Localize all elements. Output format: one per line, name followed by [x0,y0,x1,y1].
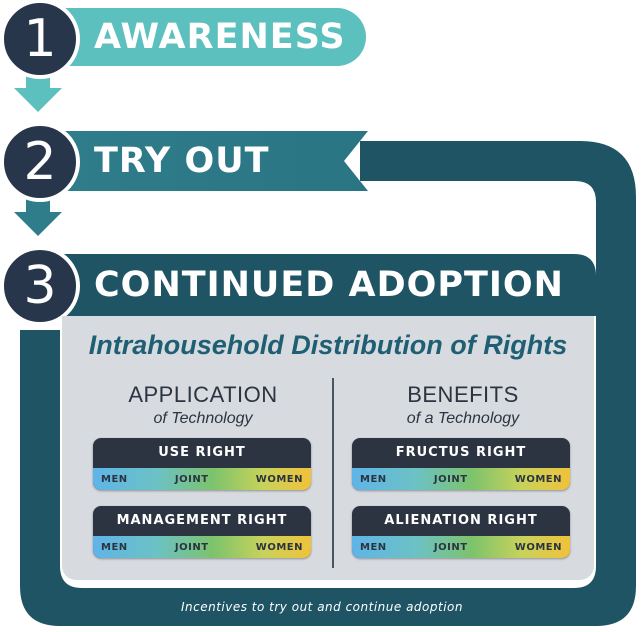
scale-joint: JOINT [433,541,468,553]
rights-card-alienation-right: ALIENATION RIGHT MEN JOINT WOMEN [352,506,570,558]
scale-men: MEN [101,473,128,485]
scale-women: WOMEN [255,473,303,485]
men-joint-women-scale: MEN JOINT WOMEN [352,468,570,490]
step1-bar: AWARENESS [60,8,366,66]
scale-men: MEN [360,473,387,485]
men-joint-women-scale: MEN JOINT WOMEN [93,468,311,490]
step3-number: 3 [23,256,57,316]
column-divider [332,378,334,568]
step3-bar: CONTINUED ADOPTION [60,254,596,316]
column-subheading-benefits: of a Technology [406,410,520,427]
scale-men: MEN [360,541,387,553]
scale-women: WOMEN [514,473,562,485]
scale-joint: JOINT [174,541,209,553]
step2-number-circle: 2 [0,122,80,202]
loop-caption: Incentives to try out and continue adopt… [180,600,463,614]
step1-label: AWARENESS [94,17,346,57]
step1-number: 1 [23,9,57,69]
step3-label: CONTINUED ADOPTION [94,265,564,305]
men-joint-women-scale: MEN JOINT WOMEN [352,536,570,558]
step3-bar-shape [60,254,596,316]
rights-card-use-right: USE RIGHT MEN JOINT WOMEN [93,438,311,490]
column-heading-application: APPLICATION [128,382,278,407]
step2-number: 2 [23,132,57,192]
rights-panel: Intrahousehold Distribution of Rights AP… [62,316,594,580]
arrow-1-to-2 [14,72,62,112]
scale-women: WOMEN [514,541,562,553]
column-heading-benefits: BENEFITS [407,382,519,407]
step2-bar: TRY OUT [60,131,350,191]
card-title: ALIENATION RIGHT [384,513,538,528]
scale-joint: JOINT [433,473,468,485]
panel-title: Intrahousehold Distribution of Rights [88,330,568,360]
step1-number-circle: 1 [0,0,80,79]
rights-card-fructus-right: FRUCTUS RIGHT MEN JOINT WOMEN [352,438,570,490]
card-title: MANAGEMENT RIGHT [116,513,288,528]
arrow-2-to-3 [14,196,62,236]
scale-men: MEN [101,541,128,553]
rights-card-management-right: MANAGEMENT RIGHT MEN JOINT WOMEN [93,506,311,558]
step2-bar-shape [60,131,368,191]
scale-joint: JOINT [174,473,209,485]
card-title: USE RIGHT [158,445,246,460]
step3-number-circle: 3 [0,246,80,326]
card-title: FRUCTUS RIGHT [395,445,527,460]
step2-label: TRY OUT [94,141,270,181]
men-joint-women-scale: MEN JOINT WOMEN [93,536,311,558]
column-subheading-application: of Technology [153,410,253,427]
scale-women: WOMEN [255,541,303,553]
